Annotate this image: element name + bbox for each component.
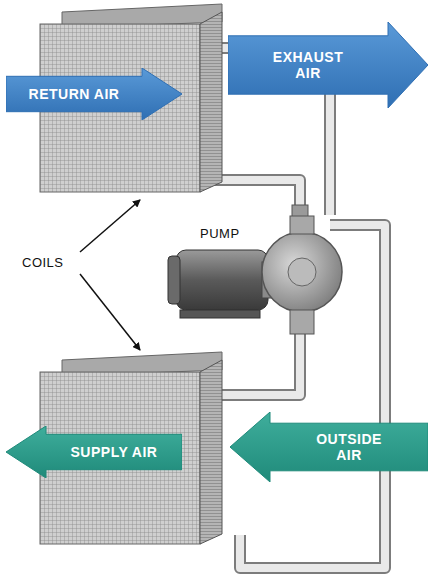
- air-flow-label: SUPPLY AIR: [54, 444, 174, 460]
- air-flow-arrow: EXHAUST AIR: [228, 22, 428, 108]
- air-flow-arrow: OUTSIDE AIR: [230, 412, 428, 482]
- air-flow-label: OUTSIDE AIR: [304, 431, 394, 463]
- pump-label: PUMP: [200, 226, 240, 241]
- air-flow-label: EXHAUST AIR: [263, 49, 353, 81]
- air-flow-label: RETURN AIR: [14, 86, 134, 102]
- coils-label: COILS: [22, 255, 64, 270]
- air-flow-arrow: SUPPLY AIR: [6, 426, 182, 478]
- pump-symbol: [168, 205, 342, 334]
- leader-arrows: [80, 200, 140, 350]
- air-flow-arrow: RETURN AIR: [6, 68, 182, 120]
